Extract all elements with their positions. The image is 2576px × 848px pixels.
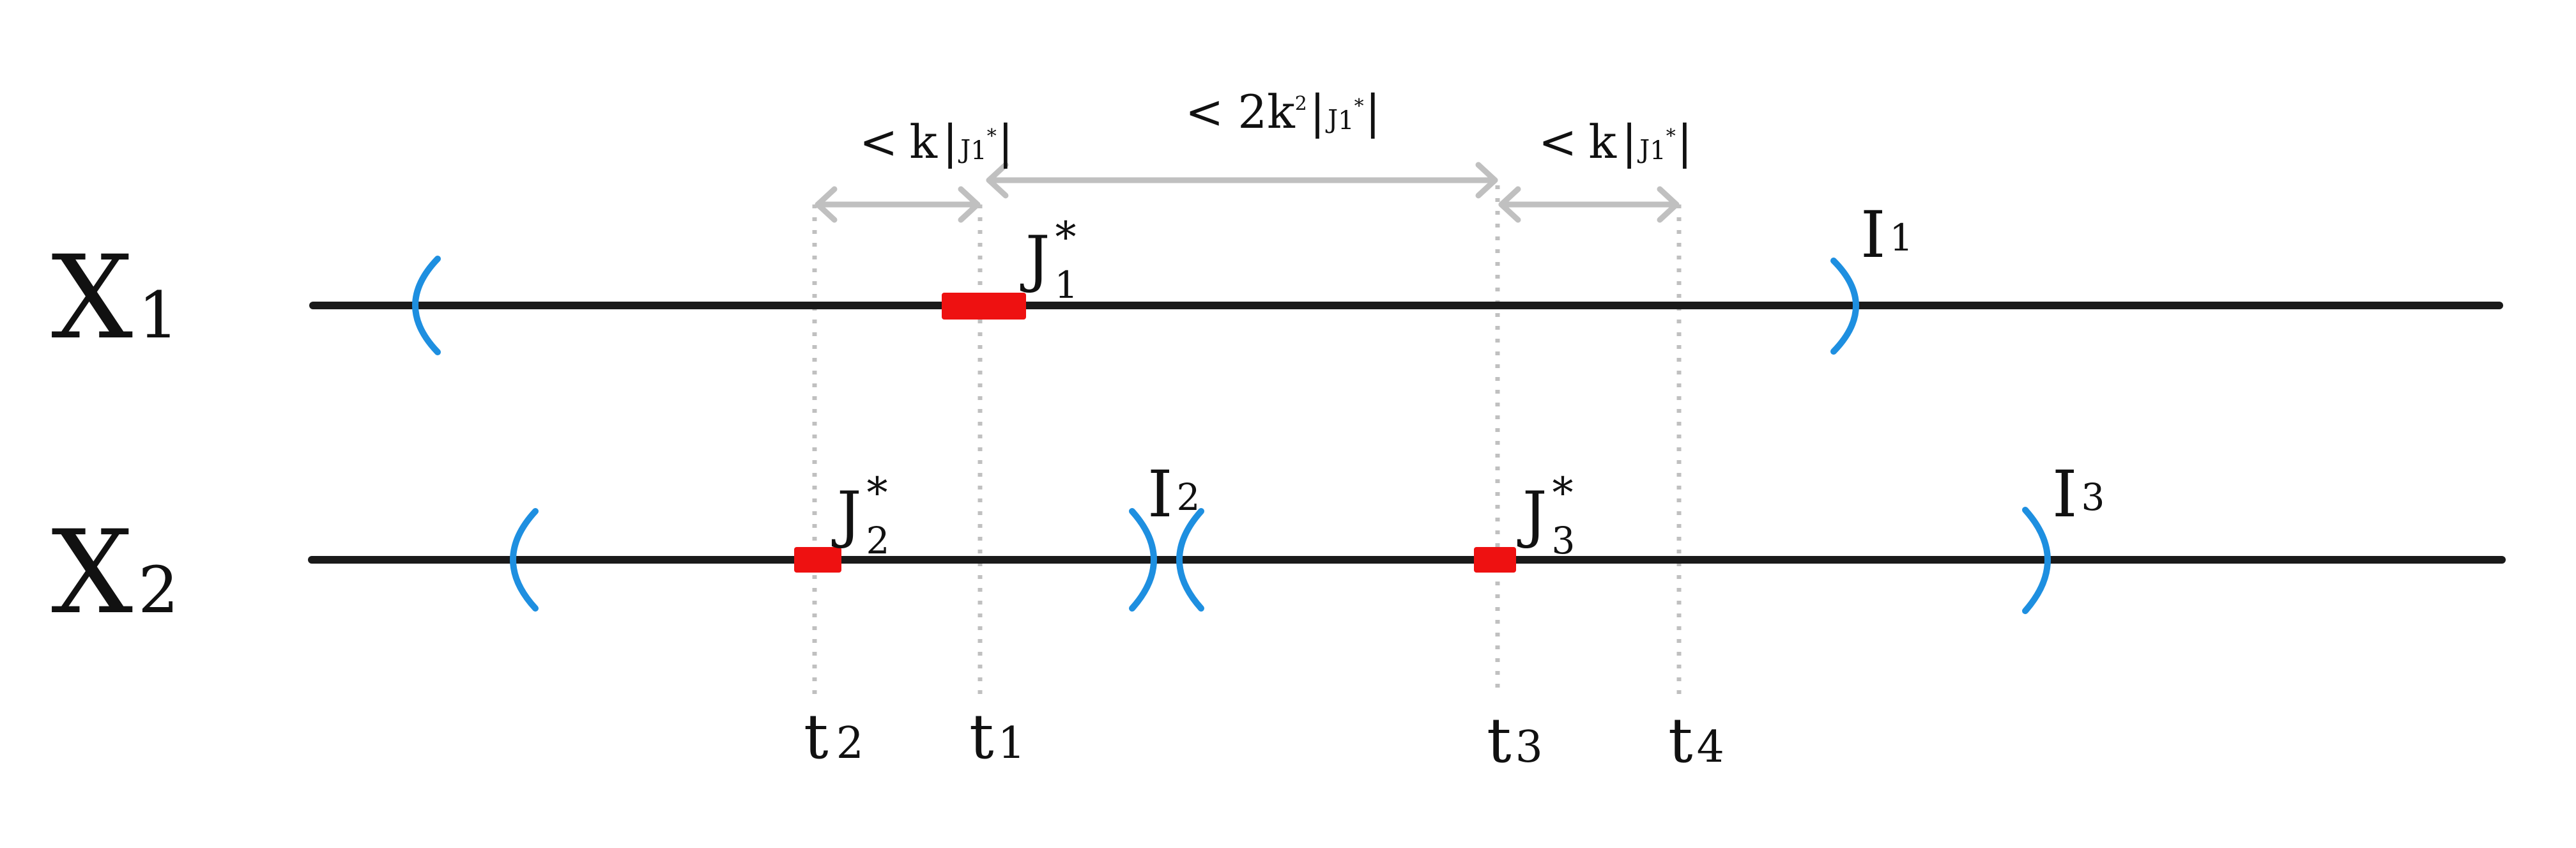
tick-label-t3: t3 — [1487, 705, 1543, 776]
measure-label-right: <k|J1*| — [1538, 115, 1692, 169]
row-label-x1: X1 — [51, 231, 179, 365]
measure-label-left: <k|J1*| — [859, 115, 1013, 169]
arrow-left-span — [815, 186, 981, 223]
guide-lines — [812, 185, 1682, 697]
arrow-middle-span — [986, 162, 1498, 199]
i1-left-bracket — [412, 256, 441, 355]
highlighted-subintervals — [794, 293, 1516, 573]
interval-brackets — [412, 256, 2051, 614]
measure-label-middle: <2k2|J1*| — [1185, 85, 1381, 139]
row-label-x2: X2 — [51, 506, 179, 640]
subinterval-label-j1: J*1 — [1020, 213, 1078, 307]
tick-label-t4: t4 — [1668, 705, 1724, 776]
measure-arrows — [815, 162, 1680, 223]
i2-outer-left-bracket — [510, 508, 539, 612]
i1-right-bracket — [1830, 258, 1859, 355]
subinterval-label-j2: J*2 — [831, 468, 889, 562]
axis-lines — [308, 302, 2506, 564]
i3-left-bracket — [1176, 508, 1204, 612]
j1-star-segment — [942, 293, 1026, 320]
tick-label-t1: t1 — [969, 701, 1025, 773]
i2-right-bracket — [1129, 508, 1157, 612]
subinterval-label-j3: J*3 — [1517, 468, 1575, 562]
arrow-right-span — [1498, 186, 1680, 223]
j3-star-segment — [1474, 547, 1516, 573]
j2-star-segment — [794, 547, 841, 573]
i3-right-bracket — [2022, 507, 2051, 614]
